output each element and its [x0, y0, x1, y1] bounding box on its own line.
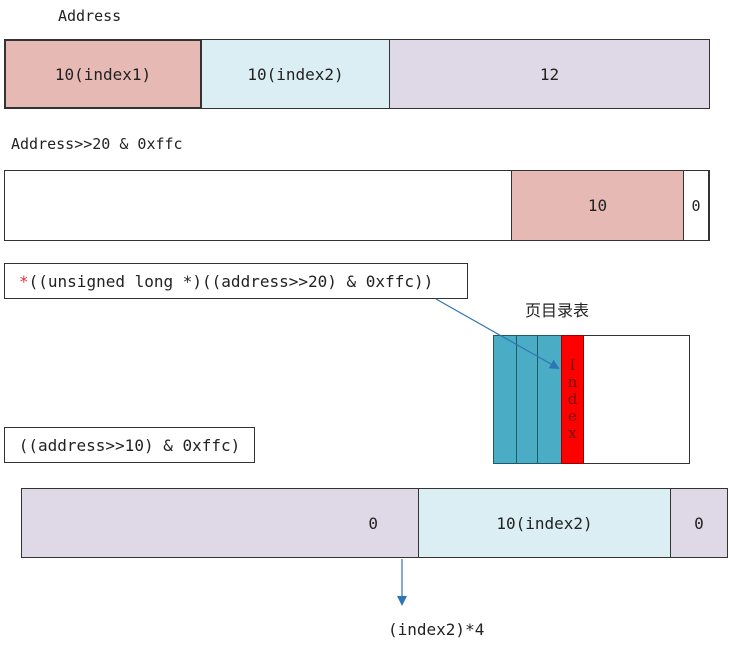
page-table-title: 页目录表 — [525, 301, 590, 320]
page-table-index-entry: I n d e x — [561, 335, 584, 464]
shift20-label: Address>>20 & 0xffc — [11, 135, 183, 153]
shift20-value-field: 10 — [511, 170, 684, 241]
address-offset-field: 12 — [389, 39, 710, 109]
shift10-zero-right-field: 0 — [670, 488, 728, 558]
index-letter: d — [567, 390, 578, 408]
index-letter: n — [567, 373, 578, 391]
shift20-zero-field: 0 — [683, 170, 710, 241]
index-letter: e — [568, 407, 577, 425]
deref-to-index-arrow — [435, 298, 560, 369]
deref-expression-text: ((unsigned long *)((address>>20) & 0xffc… — [28, 271, 434, 291]
shift10-index2-field: 10(index2) — [418, 488, 671, 558]
result-label: (index2)*4 — [388, 620, 485, 639]
index-letter: I — [569, 356, 576, 374]
index-letter: x — [568, 424, 577, 442]
deref-expression-box: *((unsigned long *)((address>>20) & 0xff… — [4, 263, 468, 299]
deref-star: * — [19, 271, 29, 291]
shift10-label-box: ((address>>10) & 0xffc) — [4, 427, 255, 463]
address-label: Address — [58, 7, 122, 25]
